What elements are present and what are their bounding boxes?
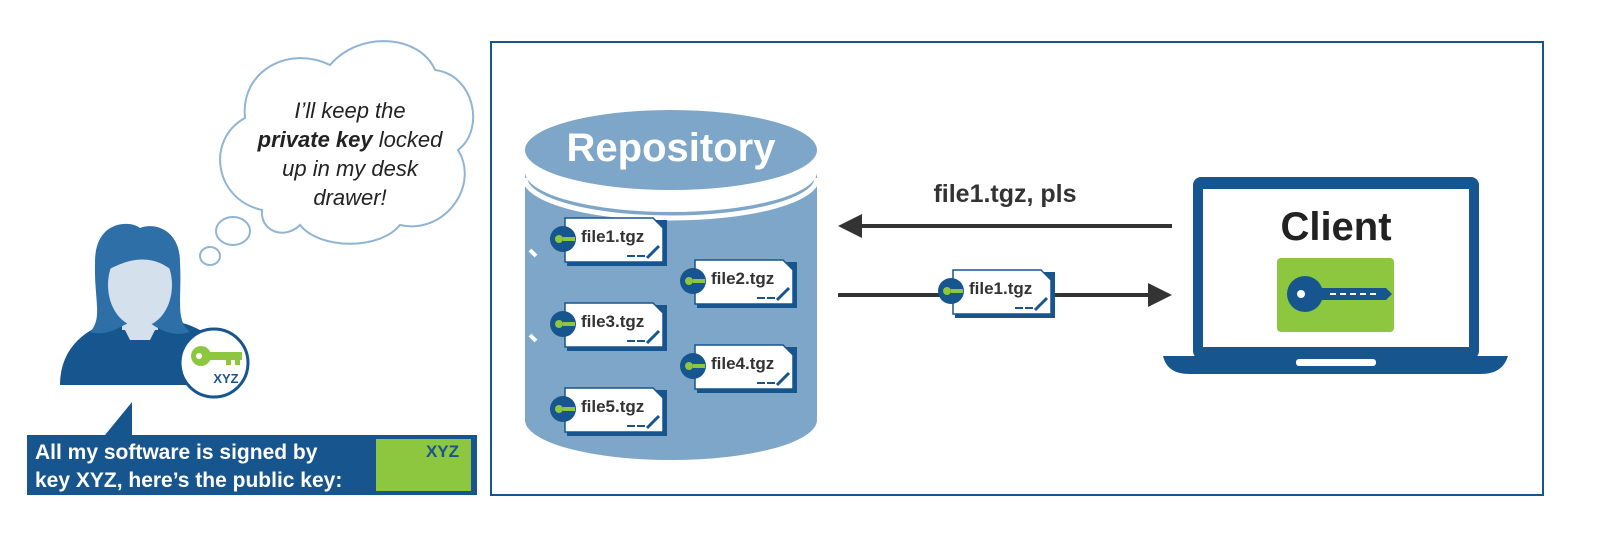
pen-icon [645,244,661,260]
key-badge-icon [680,353,706,379]
key-badge-icon [550,311,576,337]
user-key-label: XYZ [213,371,238,386]
file-document-2: file2.tgz [680,259,797,308]
file-document-5: file5.tgz [550,387,667,436]
key-badge-icon [938,278,964,304]
pen-icon [775,371,791,387]
thought-line-2-rest: locked [372,127,443,152]
speech-line-2: key XYZ, here’s the public key: [35,469,343,492]
user-key-badge: XYZ [178,327,250,399]
file-label: file5.tgz [581,397,644,416]
key-badge-icon [550,226,576,252]
request-label: file1.tgz, pls [933,180,1077,208]
file-label: file4.tgz [711,354,774,373]
public-key-tile: XYZ [376,439,471,491]
thought-line-2: private key locked [232,125,468,154]
speech-bubble: All my software is signed by key XYZ, he… [27,435,477,495]
file-label: file2.tgz [711,269,774,288]
thought-cloud [199,40,474,266]
thought-bold-private-key: private key [257,127,373,152]
file-document-1: file1.tgz [550,217,667,266]
key-badge-icon [680,268,706,294]
pen-icon [1033,296,1049,312]
pen-icon [645,414,661,430]
key-badge-icon [550,396,576,422]
file-label: file1.tgz [969,279,1032,298]
thought-line-3: up in my desk [282,156,418,181]
speech-tail [105,402,132,435]
speech-line-1: All my software is signed by [35,441,318,464]
client-title: Client [1280,205,1392,249]
request-arrow [838,214,1172,238]
file-document-4: file4.tgz [680,344,797,393]
thought-line-1: I’ll keep the [294,98,406,123]
transfer-file-document: file1.tgz [938,269,1055,318]
pen-icon [645,329,661,345]
repository-client-frame [490,41,1544,496]
thought-line-4: drawer! [313,185,387,210]
file-documents: file1.tgz file2.tgz file3.tgz file4.tgz file… [550,217,1055,436]
repository-title: Repository [566,126,776,170]
file-label: file3.tgz [581,312,644,331]
thought-text: I’ll keep the private key locked up in m… [232,96,468,212]
file-document-3: file3.tgz [550,302,667,351]
file-label: file1.tgz [581,227,644,246]
speech-text: All my software is signed by key XYZ, he… [35,439,375,495]
client-key-tile [1277,258,1394,332]
public-key-label: XYZ [425,442,459,461]
pen-icon [775,286,791,302]
